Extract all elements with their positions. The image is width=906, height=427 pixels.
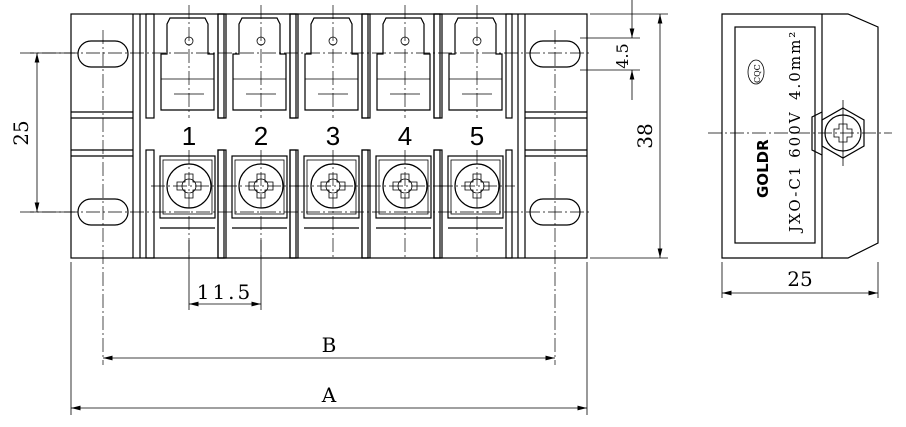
- terminal-number: 2: [254, 121, 268, 151]
- terminal-number: 5: [470, 121, 484, 151]
- dim-38: 38: [633, 123, 657, 148]
- label-rating: 4.0mm²: [786, 30, 804, 100]
- dim-25-vertical: 25: [9, 120, 33, 145]
- terminal-5: 5: [433, 5, 515, 259]
- side-view: JXO-C1 600V 4.0mm² CQC GOLDR 25: [708, 13, 892, 298]
- terminal-2: 2: [217, 5, 299, 259]
- terminal-number: 1: [182, 121, 196, 151]
- dim-A: A: [321, 383, 337, 407]
- terminal-4: 4: [361, 5, 443, 259]
- dimension-lines: 25 38 4.5 11.5 B A: [9, 0, 668, 415]
- dim-4-5: 4.5: [613, 43, 632, 68]
- terminal-number: 4: [398, 121, 412, 151]
- front-view: 1 2 3 4 5: [20, 5, 590, 365]
- brand-logo: GOLDR: [754, 139, 772, 198]
- dim-B: B: [322, 333, 337, 357]
- label-model: JXO-C1 600V: [786, 110, 804, 234]
- dim-side-25: 25: [787, 267, 812, 291]
- cqc-mark: CQC: [747, 59, 765, 85]
- terminal-3: 3: [289, 5, 371, 259]
- svg-text:CQC: CQC: [753, 64, 762, 83]
- svg-text:GOLDR: GOLDR: [754, 139, 772, 198]
- dim-11-5: 11.5: [197, 280, 254, 304]
- terminal-1: 1: [145, 5, 227, 259]
- terminal-number: 3: [326, 121, 340, 151]
